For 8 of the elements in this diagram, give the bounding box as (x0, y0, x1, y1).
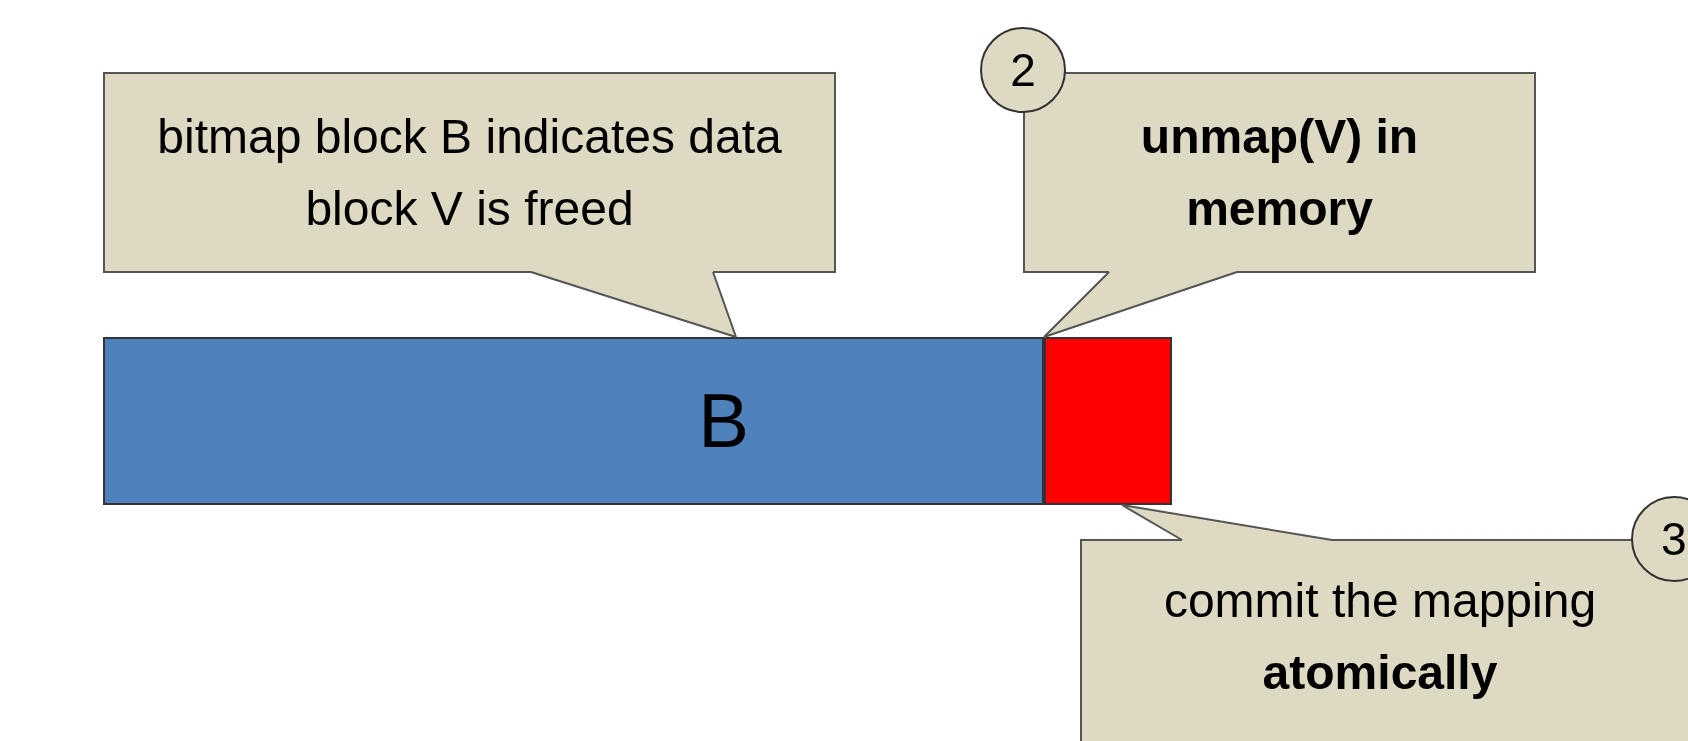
step-number: 3 (1661, 511, 1687, 567)
callout-text: unmap(V) in memory (1139, 108, 1420, 237)
callout-text: bitmap block B indicates data block V is freed (156, 108, 783, 237)
bitmap-block-bar (103, 337, 1044, 505)
block-label: B (697, 377, 749, 465)
callout-text: commit the mapping atomically (1162, 573, 1598, 701)
step-number: 2 (1010, 42, 1036, 98)
data-block (1044, 337, 1172, 505)
